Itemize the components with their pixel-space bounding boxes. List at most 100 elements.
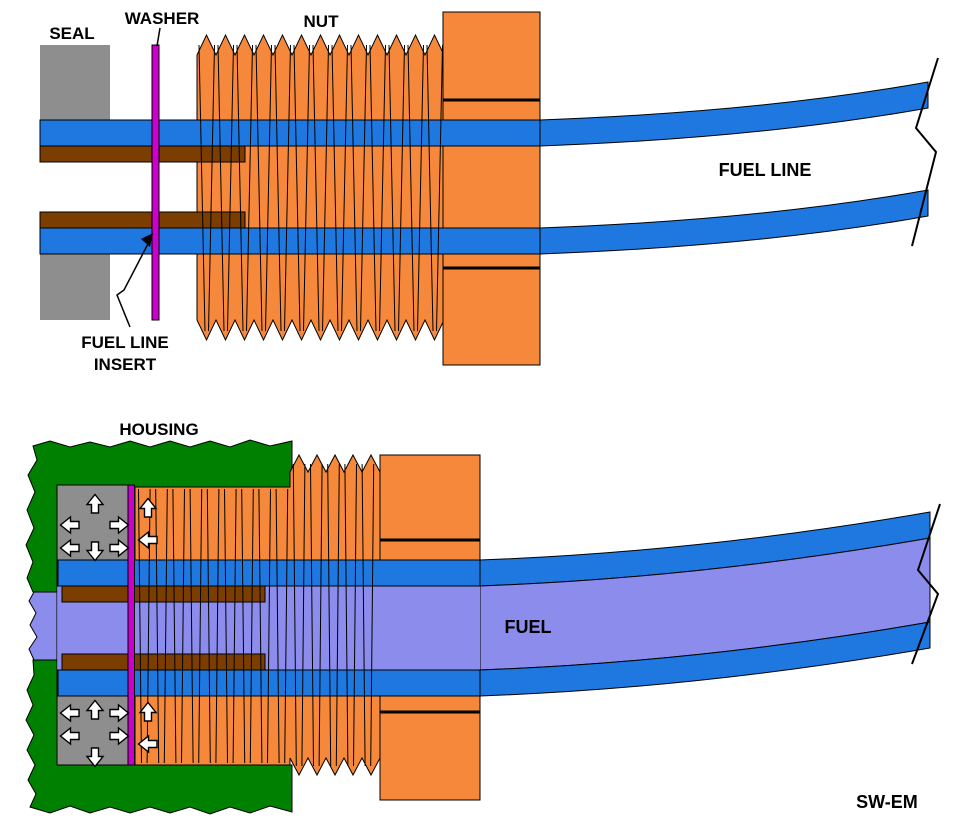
fuel-passage [28, 591, 58, 661]
thread-line [318, 463, 323, 767]
thread-line [370, 463, 375, 767]
fuel-line-lower-wall [57, 669, 481, 697]
thread-line [217, 44, 225, 332]
thread-line [398, 44, 405, 332]
thread-line [265, 44, 272, 332]
fuel-line-hollow [40, 162, 197, 212]
thread-line [189, 488, 194, 764]
washer-leader-line [156, 27, 161, 47]
credit-label: SW-EM [856, 792, 918, 812]
fuel-line-upper-wall [39, 119, 541, 147]
thread-line [246, 44, 253, 332]
thread-line [274, 44, 282, 332]
pressure-arrow-icon [109, 538, 130, 558]
thread-line [258, 488, 263, 764]
thread-line [236, 44, 244, 332]
washer-label: WASHER [125, 9, 200, 28]
thread-line [249, 488, 254, 764]
seal-label: SEAL [49, 24, 94, 43]
thread-lines-group [138, 463, 375, 767]
insert-label-line1: FUEL LINE [81, 333, 169, 352]
fuel-line-label: FUEL LINE [719, 160, 812, 180]
pressure-arrow-icon [138, 701, 158, 722]
insert-leader-arrowhead-icon [141, 233, 153, 247]
thread-line [350, 44, 358, 332]
thread-line [284, 488, 289, 764]
thread-line [310, 463, 314, 767]
thread-line [331, 44, 339, 332]
thread-line [312, 44, 320, 332]
nut-label: NUT [304, 12, 340, 31]
thread-line [232, 488, 237, 764]
thread-line [344, 463, 349, 767]
thread-line [227, 44, 234, 332]
thread-line [267, 488, 271, 764]
pipe-break-symbol [911, 503, 941, 665]
thread-line [163, 488, 168, 764]
thread-line [241, 488, 246, 764]
pressure-arrow-icon [109, 703, 130, 723]
thread-line [198, 44, 206, 332]
pressure-arrow-icon [85, 493, 105, 514]
thread-line [301, 463, 306, 767]
pressure-arrow-icon [59, 538, 80, 558]
fuel-line-lower-wall [39, 227, 541, 255]
thread-line [198, 488, 203, 764]
thread-line [303, 44, 310, 332]
thread-line [436, 44, 443, 332]
thread-line [417, 44, 424, 332]
thread-line [361, 463, 366, 767]
thread-line [215, 488, 220, 764]
thread-line [369, 44, 377, 332]
thread-line [335, 463, 340, 767]
thread-line [292, 463, 297, 767]
housing-lower [25, 659, 293, 815]
fuel-line-insert-upper [39, 145, 246, 163]
thread-line [284, 44, 291, 332]
fuel-label: FUEL [505, 617, 552, 637]
insert-leader-line [116, 239, 151, 328]
fuel-line-upper-wall [539, 81, 929, 147]
pressure-arrow-icon [85, 699, 105, 720]
thread-line [341, 44, 348, 332]
housing-label: HOUSING [119, 420, 198, 439]
thread-line [388, 44, 396, 332]
pressure-arrow-icon [59, 703, 80, 723]
top-diagram: SEAL WASHER NUT FUEL LINE FUEL LINE INSE… [39, 9, 939, 374]
fuel-line-insert-lower [39, 211, 246, 229]
pressure-arrow-icon [109, 726, 130, 746]
pressure-arrow-icon [59, 726, 80, 746]
thread-line [426, 44, 434, 332]
pressure-arrow-icon [137, 734, 158, 754]
thread-line [360, 44, 367, 332]
thread-line [224, 488, 228, 764]
fuel-line-lower-wall [539, 189, 929, 255]
thread-line [353, 463, 357, 767]
fuel-line-lower-wall [479, 621, 931, 697]
nut-threaded-body [196, 33, 445, 342]
thread-line [275, 488, 280, 764]
pressure-arrow-icon [138, 497, 158, 518]
thread-line [206, 488, 211, 764]
thread-line [322, 44, 329, 332]
nut-threads-group [196, 33, 445, 342]
pressure-arrows-group [59, 493, 158, 768]
pressure-arrow-icon [137, 530, 158, 550]
nut-hex-body [442, 11, 541, 366]
thread-line [138, 488, 142, 764]
pressure-arrow-icon [109, 515, 130, 535]
thread-line [181, 488, 185, 764]
thread-line [255, 44, 263, 332]
pressure-arrow-icon [59, 515, 80, 535]
thread-lines-group [198, 44, 443, 332]
bottom-diagram: HOUSING FUEL SW-EM [25, 420, 941, 815]
pressure-arrow-icon [85, 541, 105, 562]
thread-line [155, 488, 160, 764]
thread-line [172, 488, 177, 764]
thread-line [293, 44, 301, 332]
washer [127, 484, 135, 766]
housing-upper [25, 439, 293, 593]
washer [151, 44, 160, 321]
